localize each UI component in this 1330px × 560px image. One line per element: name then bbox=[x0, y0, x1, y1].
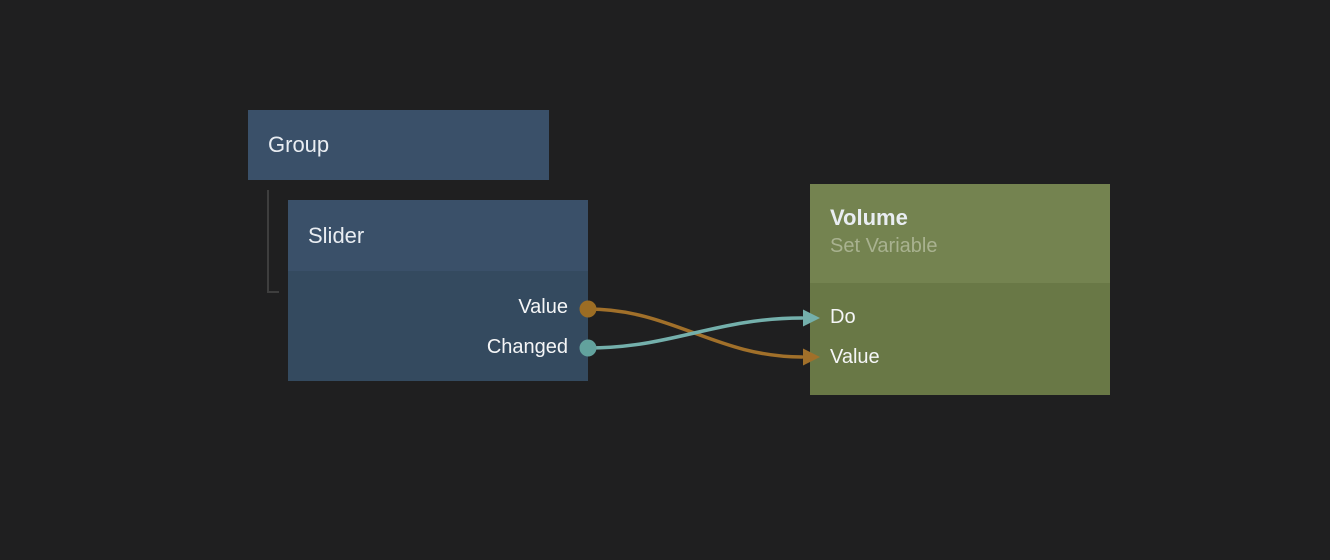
port-label: Changed bbox=[486, 335, 568, 358]
input-row-value: Value bbox=[810, 337, 1110, 377]
wire-changed-to-do[interactable] bbox=[586, 316, 804, 350]
input-port-do-icon[interactable] bbox=[803, 309, 820, 327]
input-port-value-icon[interactable] bbox=[803, 348, 820, 366]
node-group-header: Group bbox=[248, 110, 549, 180]
node-title: Volume bbox=[830, 205, 908, 230]
port-label: Do bbox=[830, 305, 856, 328]
node-volume-body: Do Value bbox=[810, 283, 1110, 395]
output-port-changed-icon[interactable] bbox=[579, 339, 597, 357]
node-slider-body: Value Changed bbox=[288, 271, 588, 381]
node-slider[interactable]: Slider Value Changed bbox=[288, 200, 588, 381]
output-port-value-icon[interactable] bbox=[579, 300, 597, 318]
node-volume[interactable]: Volume Set Variable Do Value bbox=[810, 184, 1110, 395]
input-row-do: Do bbox=[810, 297, 1110, 337]
output-row-value: Value bbox=[288, 287, 588, 327]
group-child-connector bbox=[267, 190, 279, 293]
node-group[interactable]: Group bbox=[248, 110, 549, 180]
node-slider-header: Slider bbox=[288, 200, 588, 271]
output-row-changed: Changed bbox=[288, 327, 588, 367]
port-label: Value bbox=[518, 295, 568, 318]
node-subtitle: Set Variable bbox=[830, 235, 938, 257]
node-title: Slider bbox=[308, 222, 365, 248]
node-volume-header: Volume Set Variable bbox=[810, 184, 1110, 283]
node-title: Group bbox=[268, 132, 330, 157]
port-label: Value bbox=[830, 345, 880, 368]
